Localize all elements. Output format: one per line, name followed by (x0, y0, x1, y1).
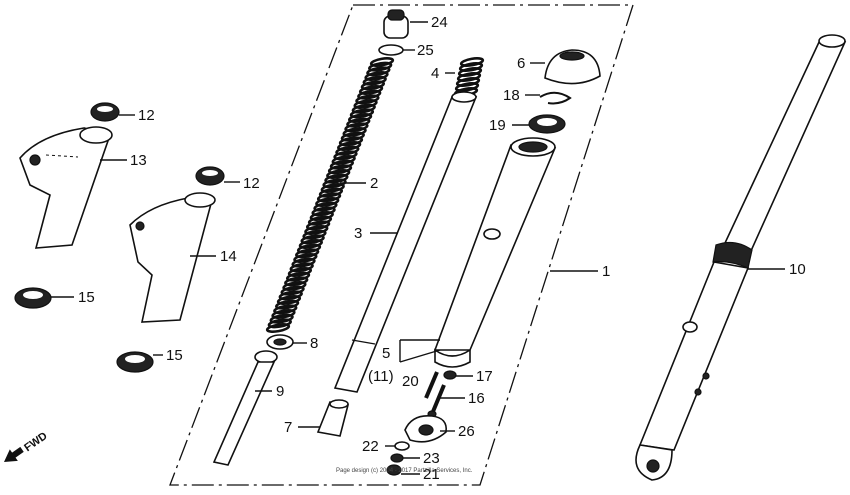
part-24-fork-cap-bolt (383, 9, 409, 39)
part-18-stopper-ring (539, 91, 572, 105)
callout-19: 19 (489, 117, 506, 134)
part-19-oil-seal (528, 114, 566, 134)
forward-arrow-icon (4, 446, 24, 462)
copyright-notice: Page design (c) 2004 - 2017 Partzilla Se… (336, 468, 473, 474)
callout-18: 18 (503, 87, 520, 104)
part-15-grommet-upper (14, 287, 52, 309)
part-23-washer (390, 453, 404, 463)
callout-15-lower: 15 (166, 347, 183, 364)
part-4-rebound-spring (453, 57, 485, 97)
callout-2: 2 (370, 175, 378, 192)
leader-lines (51, 21, 785, 475)
callout-13: 13 (130, 152, 147, 169)
part-17-washer (443, 370, 457, 380)
callout-17: 17 (476, 368, 493, 385)
part-9-fork-piston (212, 350, 278, 466)
callout-10: 10 (789, 261, 806, 278)
part-8-collar (266, 334, 294, 350)
part-21-nut (386, 464, 402, 476)
part-15-grommet-lower (116, 351, 154, 373)
part-3-fork-pipe (333, 91, 478, 393)
part-12-bearing-upper (90, 102, 120, 122)
callout-24: 24 (431, 14, 448, 31)
part-6-dust-seal (544, 49, 601, 85)
callout-9: 9 (276, 383, 284, 400)
part-5-fork-slider (433, 137, 557, 368)
callout-12-lower: 12 (243, 175, 260, 192)
callout-20: 20 (402, 373, 419, 390)
callout-11: (11) (368, 368, 394, 385)
forward-direction-indicator: FWD (4, 430, 50, 462)
callout-21: 21 (423, 466, 440, 483)
callout-4: 4 (431, 65, 439, 82)
part-10-fork-assembly (635, 34, 847, 481)
part-22-washer (394, 441, 410, 451)
callout-14: 14 (220, 248, 237, 265)
callout-16: 16 (468, 390, 485, 407)
callout-labels: 24 25 4 6 18 19 12 13 12 2 3 14 1 10 15 … (78, 14, 806, 483)
part-26-axle-holder (404, 414, 448, 443)
callout-5: 5 (382, 345, 390, 362)
callout-12-upper: 12 (138, 107, 155, 124)
part-7-oil-lock-piece (316, 399, 349, 437)
part-25-o-ring (378, 44, 404, 56)
part-20-stud-bolt (424, 371, 439, 399)
fwd-label: FWD (22, 430, 49, 454)
part-2-fork-spring (265, 57, 395, 333)
callout-23: 23 (423, 450, 440, 467)
callout-26: 26 (458, 423, 475, 440)
callout-7: 7 (284, 419, 292, 436)
callout-6: 6 (517, 55, 525, 72)
callout-22: 22 (362, 438, 379, 455)
callout-3: 3 (354, 225, 362, 242)
callout-25: 25 (417, 42, 434, 59)
part-12-bearing-lower (195, 166, 225, 186)
assembly-frame (169, 4, 634, 486)
callout-8: 8 (310, 335, 318, 352)
part-14-headlight-bracket (129, 192, 216, 323)
callout-15-upper: 15 (78, 289, 95, 306)
callout-1: 1 (602, 263, 610, 280)
part-13-headlight-bracket (19, 126, 113, 249)
